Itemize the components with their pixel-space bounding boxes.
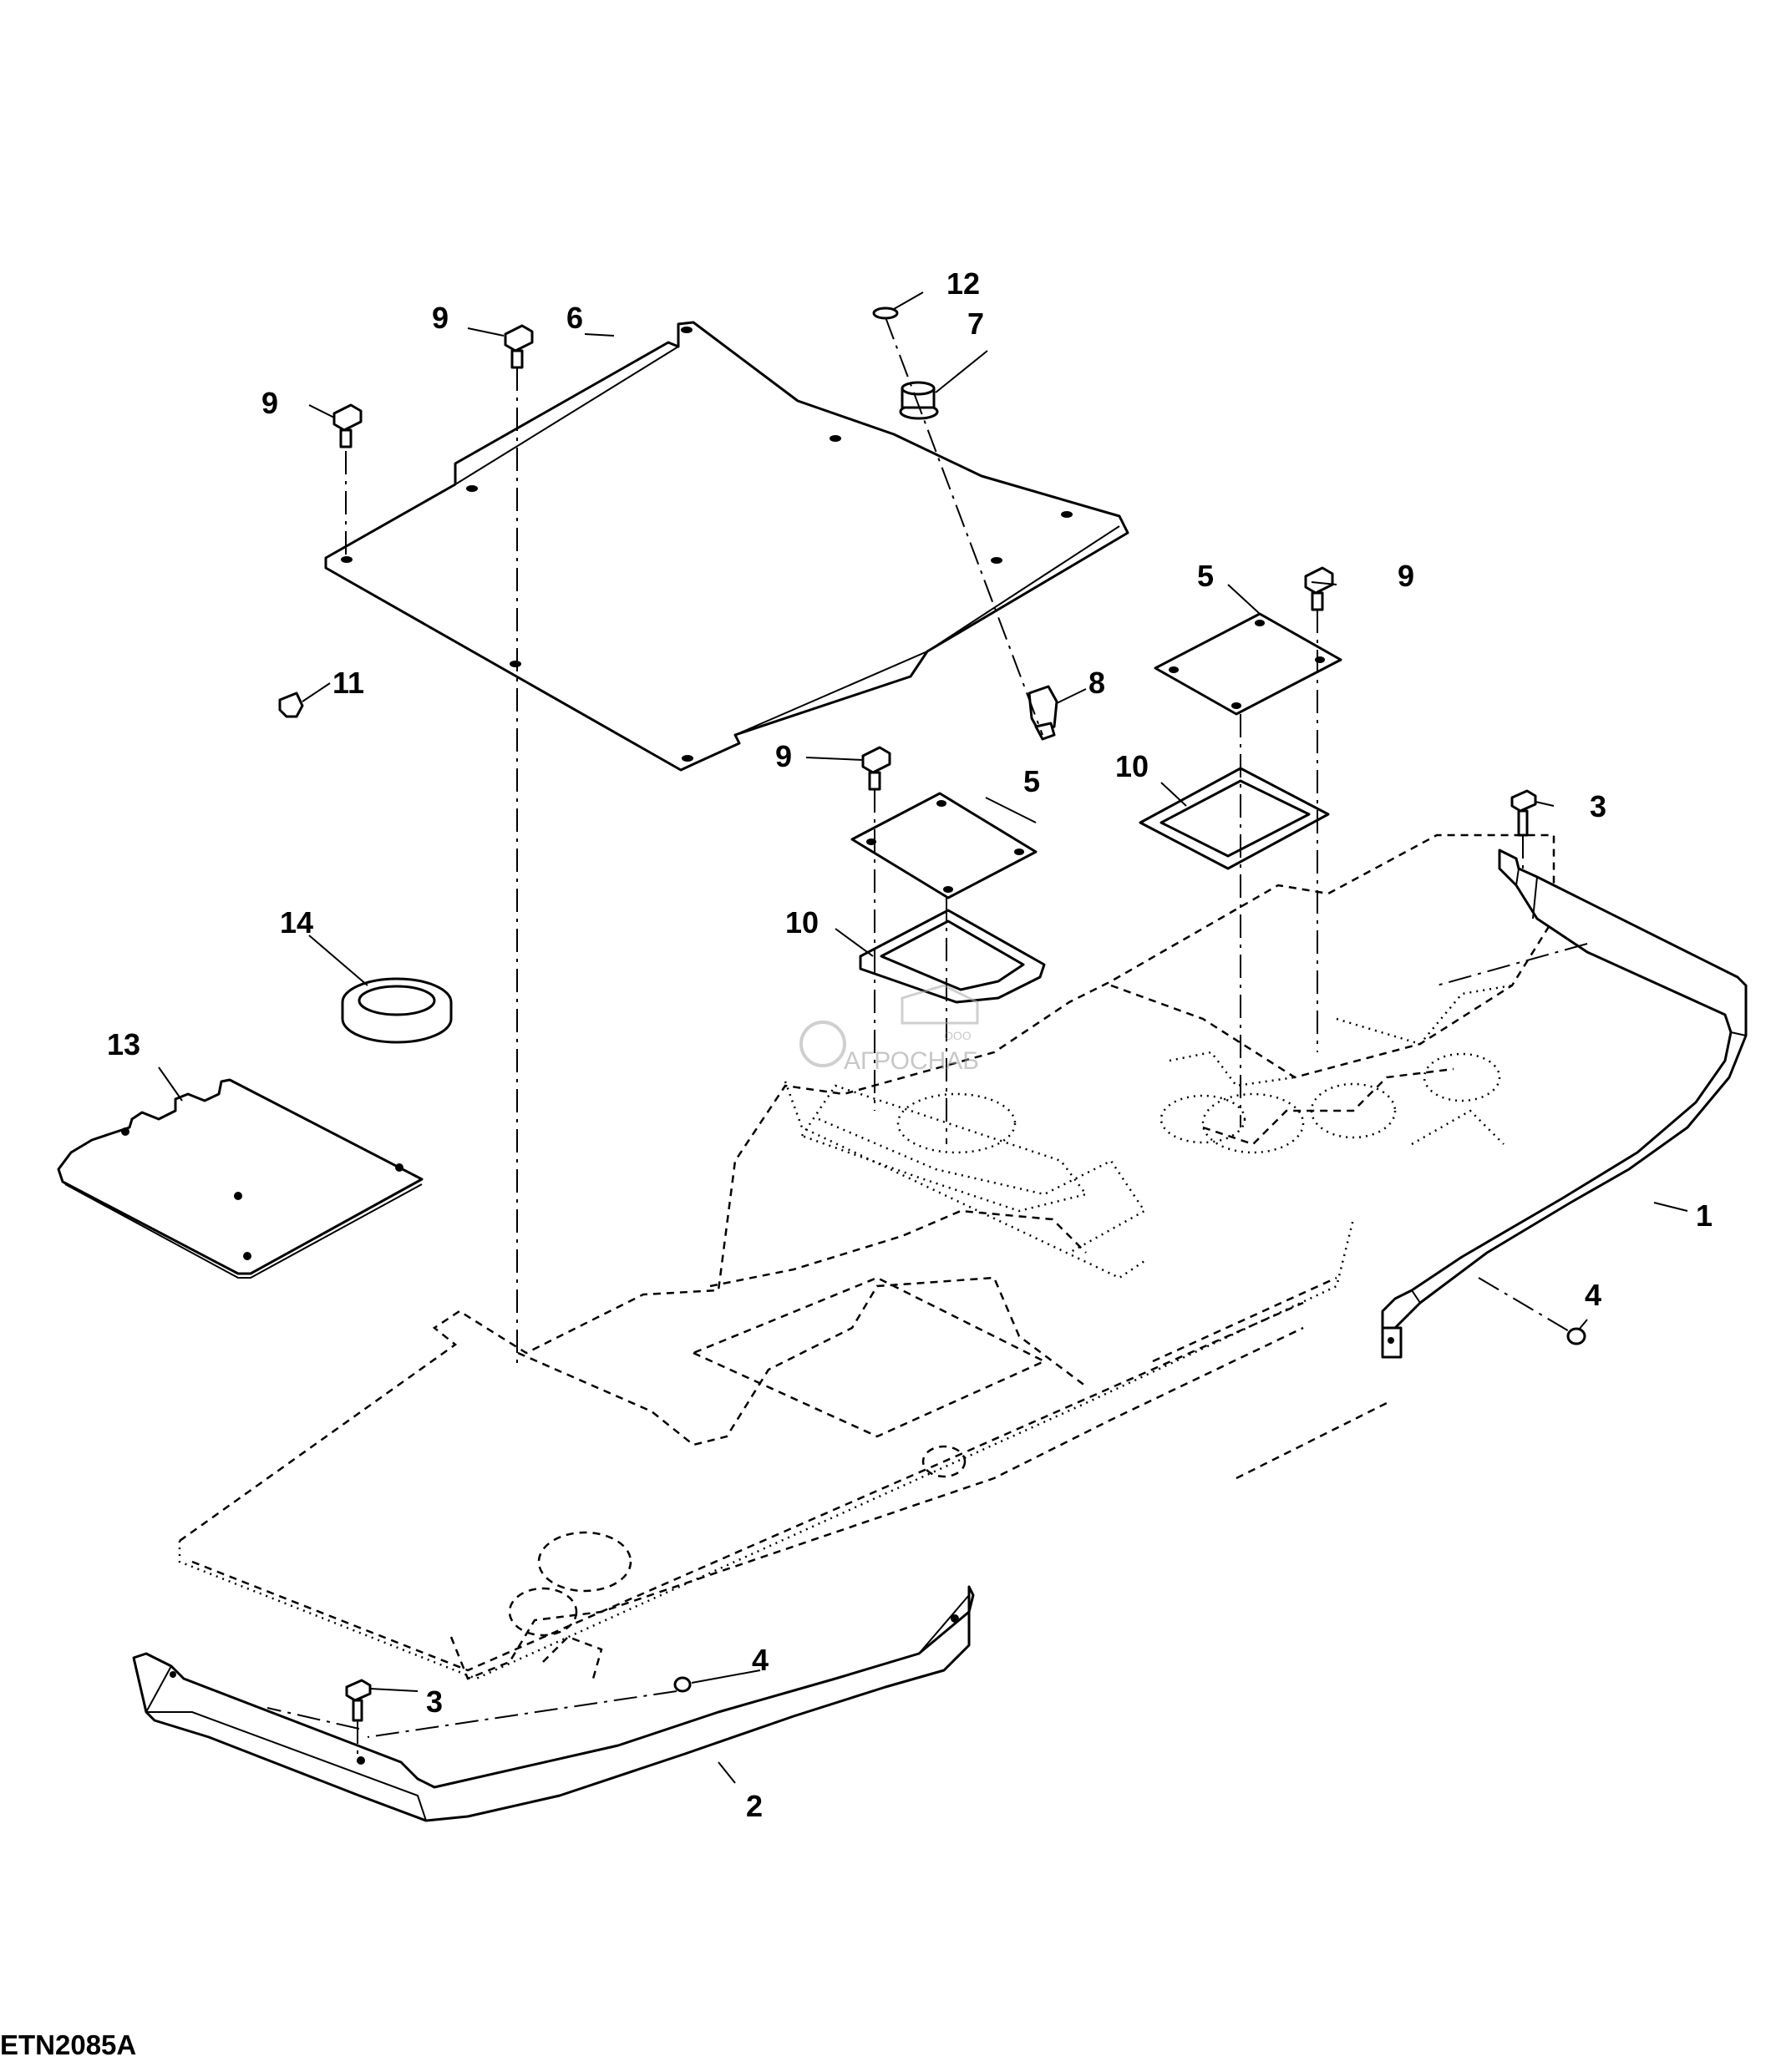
part-12-washer [872,306,899,320]
callout-5: 5 [1023,764,1040,798]
part-6-cover-plate [324,321,1129,772]
callout-4: 4 [1585,1278,1601,1312]
part-11-clip [278,692,304,718]
part-9-bolt [332,403,363,448]
part-3-bolt [345,1679,372,1722]
callout-10: 10 [1115,749,1149,783]
part-9-bolt [504,324,534,369]
part-14-grommet [341,977,453,1044]
leader-lines [158,291,1688,1784]
watermark-brand: АГРОСНАБ [844,1047,979,1075]
part-3-bolt [1510,789,1537,837]
callout-12: 12 [946,266,980,301]
deck-frame-hidden-lines [178,833,1555,1680]
figure-id: ETN2085A [0,2029,136,2060]
part-10-gasket-right [1139,767,1330,870]
part-2-front-skirt [132,1585,975,1822]
part-5-access-plate-right [1154,612,1342,716]
part-9-bolt [861,746,891,791]
callout-3: 3 [426,1684,443,1719]
callout-3: 3 [1590,789,1606,823]
part-13-plate [57,1078,424,1279]
part-4-nut [673,1676,692,1693]
callout-5: 5 [1197,559,1214,593]
callout-14: 14 [280,905,313,940]
callout-9: 9 [1398,559,1414,593]
callout-9: 9 [261,386,278,420]
callout-6: 6 [566,301,583,335]
part-1-right-skirt [1381,849,1748,1359]
part-4-nut [1566,1327,1586,1345]
part-10-gasket-middle [859,909,1046,1004]
callout-1: 1 [1696,1198,1713,1233]
part-9-bolt [1304,566,1334,611]
callout-9: 9 [775,739,792,773]
callout-11: 11 [332,666,364,700]
part-5-access-plate-middle [850,792,1038,899]
callout-8: 8 [1088,666,1105,700]
callout-9: 9 [432,301,449,335]
callout-labels: 12 6 9 7 9 5 9 11 8 9 10 5 3 10 14 13 1 … [107,266,1713,1823]
watermark-prefix: ООО [944,1029,972,1042]
part-7-fitting [899,381,939,420]
alignment-center-lines [266,317,1588,1762]
callout-4: 4 [752,1643,769,1677]
callout-13: 13 [107,1027,140,1061]
callout-10: 10 [785,905,819,940]
callout-2: 2 [746,1789,763,1823]
part-8-fitting [1028,685,1058,741]
watermark-logo: ООО АГРОСНАБ [799,984,979,1075]
callout-7: 7 [967,306,984,341]
